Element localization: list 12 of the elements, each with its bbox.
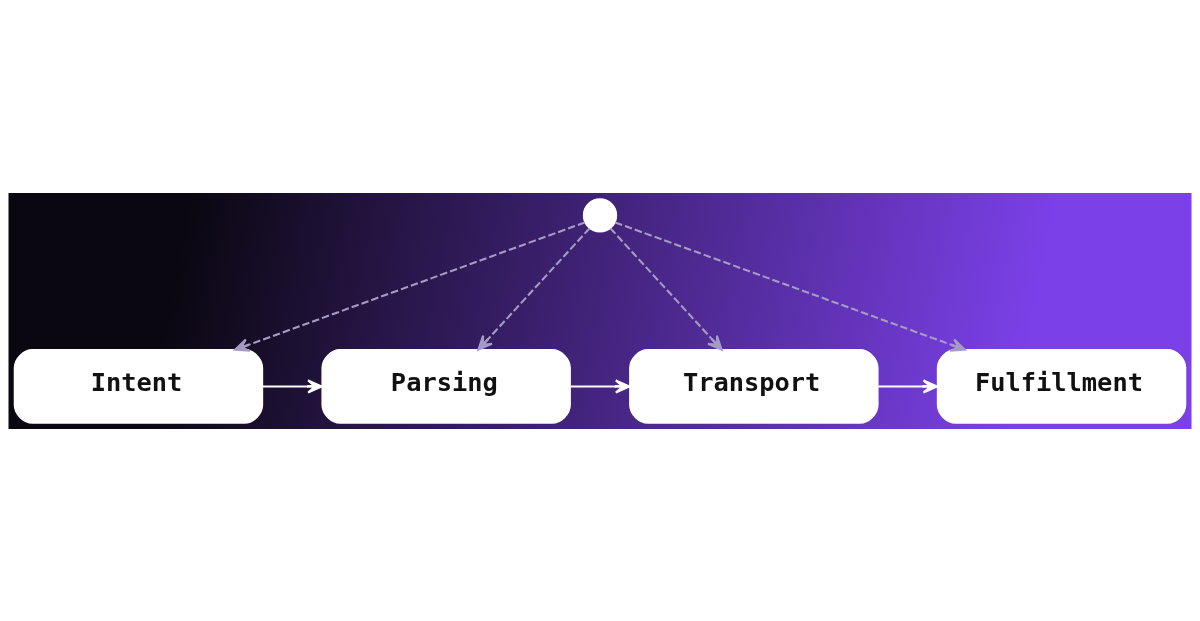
arrow bbox=[234, 221, 585, 352]
arrow bbox=[615, 221, 966, 352]
arrow bbox=[609, 227, 723, 351]
arrow bbox=[262, 378, 323, 394]
node-box: Intent bbox=[13, 348, 264, 424]
node-box: Transport bbox=[629, 348, 879, 424]
arrow bbox=[570, 378, 631, 394]
arrow bbox=[878, 378, 938, 394]
arrow bbox=[477, 227, 591, 351]
node-box: Fulfillment bbox=[936, 348, 1187, 424]
node-circle bbox=[582, 197, 618, 233]
node-box: Parsing bbox=[321, 348, 571, 424]
